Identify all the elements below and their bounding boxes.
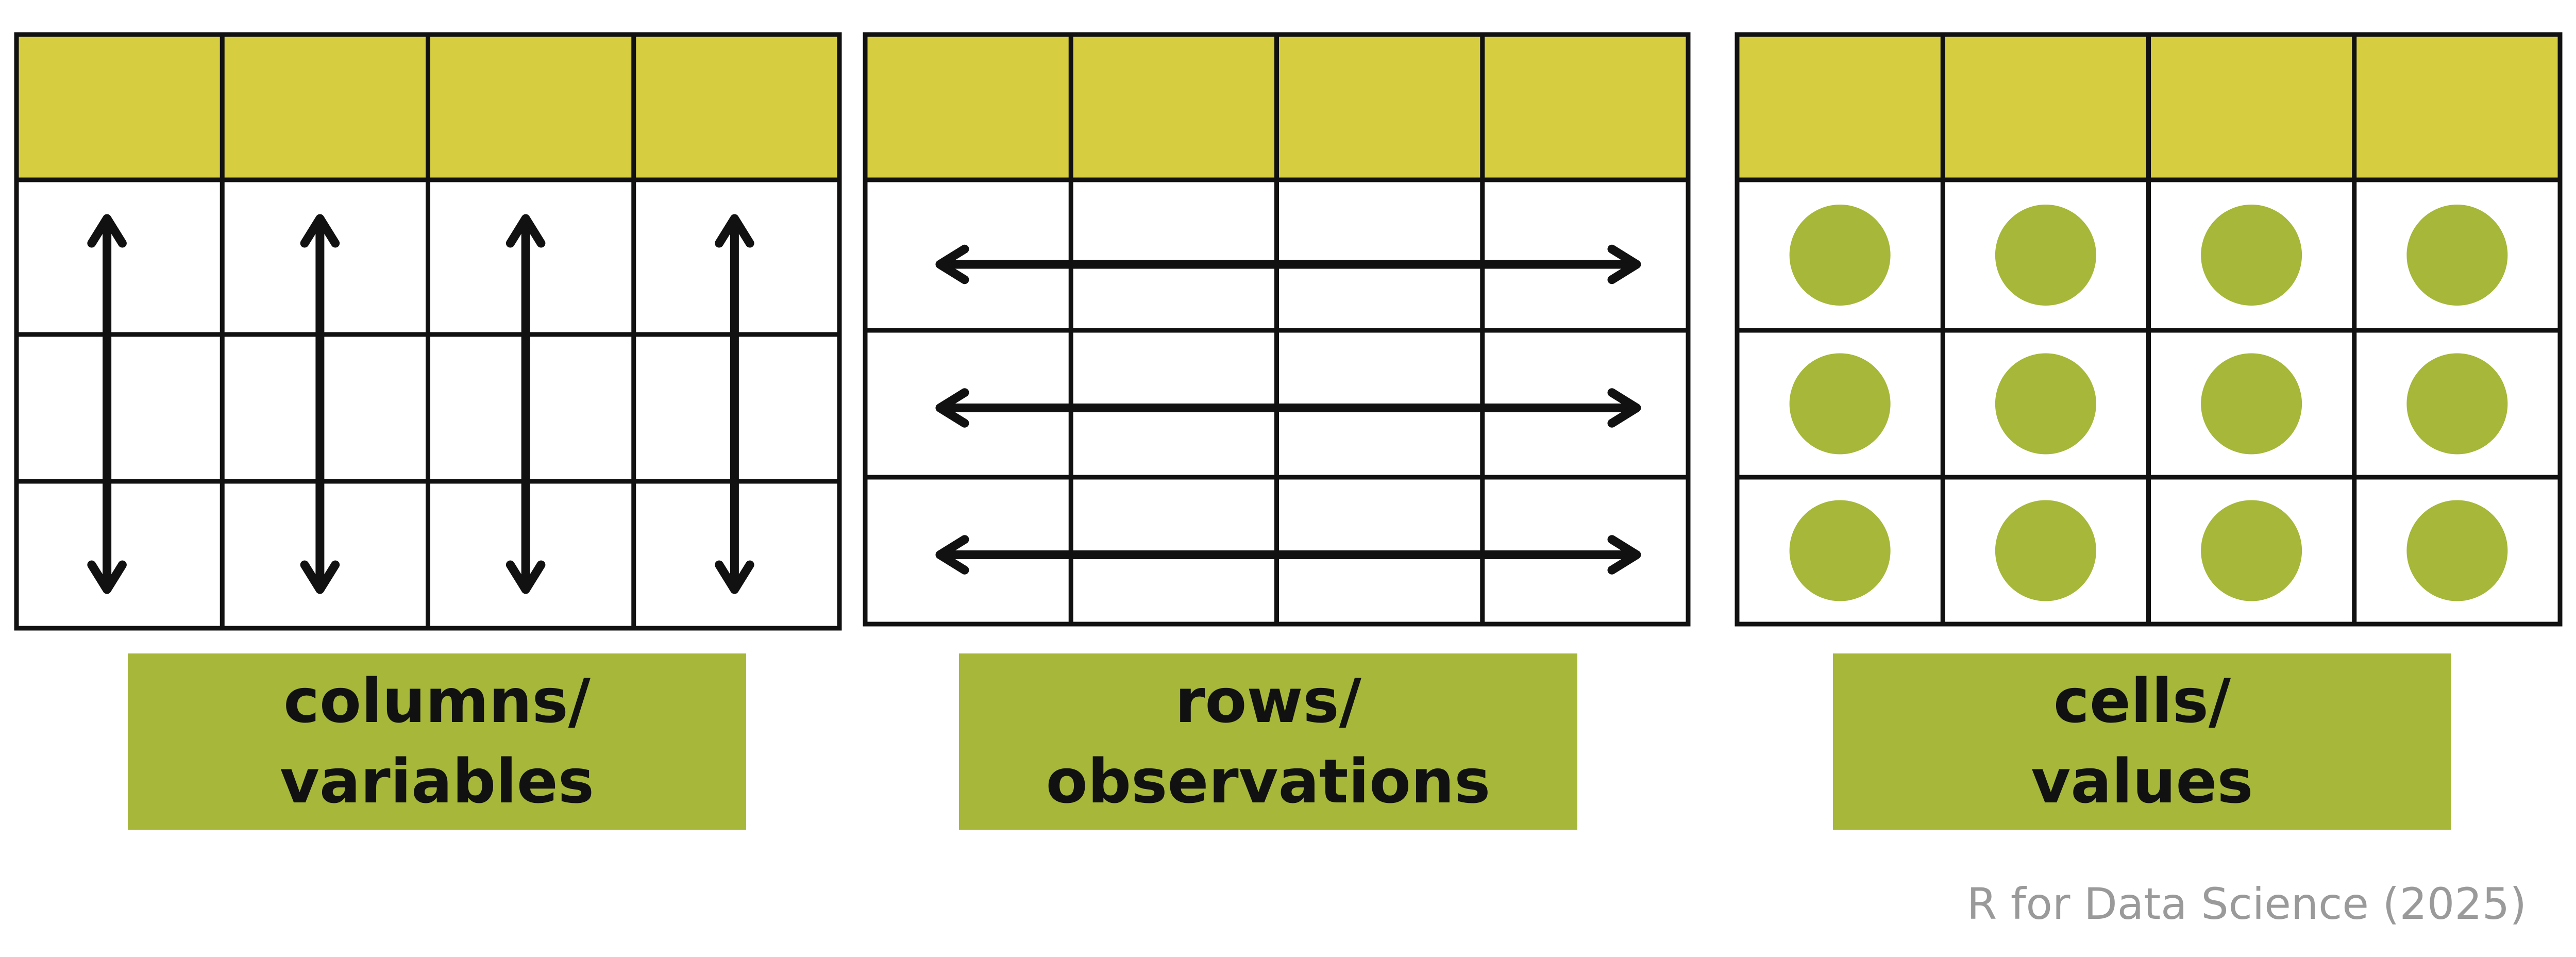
value-dot: [2406, 500, 2508, 601]
table-border: [863, 32, 1691, 627]
label-cells-line1: cells/: [2053, 665, 2231, 737]
value-dot: [2201, 353, 2302, 455]
value-dot: [1995, 205, 2096, 306]
arrow-right-head-icon: [1607, 535, 1641, 575]
value-dot: [1789, 500, 1891, 601]
label-rows-line2: observations: [1046, 746, 1491, 817]
arrow-up-head-icon: [300, 214, 340, 248]
arrow-left-head-icon: [935, 535, 969, 575]
label-columns-line1: columns/: [283, 665, 591, 737]
label-cells-values: cells/ values: [1833, 653, 2451, 830]
value-dot: [1789, 353, 1891, 455]
label-cells-line2: values: [2031, 746, 2253, 817]
value-dot: [2406, 353, 2508, 455]
arrow-down-head-icon: [506, 560, 546, 594]
value-dot: [2406, 205, 2508, 306]
label-columns-line2: variables: [280, 746, 594, 817]
arrow-left-head-icon: [935, 388, 969, 428]
table-border: [1735, 32, 2563, 627]
value-dot: [1789, 205, 1891, 306]
label-columns-variables: columns/ variables: [128, 653, 746, 830]
arrow-right-head-icon: [1607, 244, 1641, 284]
panel-cells: [1735, 32, 2563, 627]
arrow-up-head-icon: [87, 214, 127, 248]
arrow-up-head-icon: [506, 214, 546, 248]
arrow-left-head-icon: [935, 244, 969, 284]
credit-text: R for Data Science (2025): [1966, 879, 2527, 929]
value-dot: [1995, 353, 2096, 455]
arrow-down-head-icon: [300, 560, 340, 594]
value-dot: [1995, 500, 2096, 601]
value-dot: [2201, 500, 2302, 601]
arrow-down-head-icon: [87, 560, 127, 594]
table-border: [14, 32, 842, 631]
arrow-up-head-icon: [715, 214, 754, 248]
arrow-down-head-icon: [715, 560, 754, 594]
panel-rows: [863, 32, 1691, 627]
arrow-right-head-icon: [1607, 388, 1641, 428]
value-dot: [2201, 205, 2302, 306]
label-rows-observations: rows/ observations: [959, 653, 1577, 830]
label-rows-line1: rows/: [1175, 665, 1361, 737]
panel-columns: [14, 32, 842, 631]
